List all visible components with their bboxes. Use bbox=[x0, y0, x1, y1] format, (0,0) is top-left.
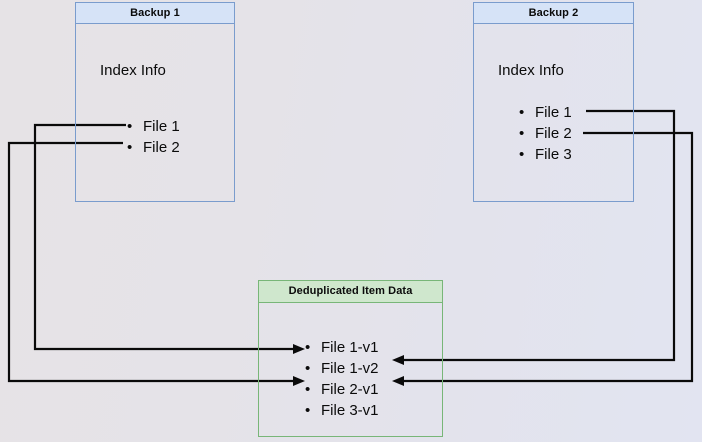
node-dedup-title: Deduplicated Item Data bbox=[259, 281, 442, 303]
node-backup-2[interactable]: Backup 2 Index Info File 1 File 2 File 3 bbox=[473, 2, 634, 202]
node-backup-2-title: Backup 2 bbox=[474, 3, 633, 24]
node-backup-2-body: Index Info File 1 File 2 File 3 bbox=[474, 24, 633, 201]
node-backup-1-body: Index Info File 1 File 2 bbox=[76, 24, 234, 201]
backup-1-file-list: File 1 File 2 bbox=[127, 116, 180, 158]
node-deduplicated-item-data[interactable]: Deduplicated Item Data File 1-v1 File 1-… bbox=[258, 280, 443, 437]
node-backup-1[interactable]: Backup 1 Index Info File 1 File 2 bbox=[75, 2, 235, 202]
list-item[interactable]: File 3 bbox=[519, 144, 572, 165]
list-item[interactable]: File 1 bbox=[127, 116, 180, 137]
list-item[interactable]: File 1-v1 bbox=[305, 337, 379, 358]
backup-2-file-list: File 1 File 2 File 3 bbox=[519, 102, 572, 165]
list-item[interactable]: File 3-v1 bbox=[305, 400, 379, 421]
backup-1-index-info-label: Index Info bbox=[100, 62, 166, 79]
list-item[interactable]: File 2 bbox=[519, 123, 572, 144]
list-item[interactable]: File 2-v1 bbox=[305, 379, 379, 400]
backup-2-index-info-label: Index Info bbox=[498, 62, 564, 79]
node-backup-1-title: Backup 1 bbox=[76, 3, 234, 24]
list-item[interactable]: File 1 bbox=[519, 102, 572, 123]
dedup-file-list: File 1-v1 File 1-v2 File 2-v1 File 3-v1 bbox=[305, 337, 379, 421]
list-item[interactable]: File 1-v2 bbox=[305, 358, 379, 379]
list-item[interactable]: File 2 bbox=[127, 137, 180, 158]
node-dedup-body: File 1-v1 File 1-v2 File 2-v1 File 3-v1 bbox=[259, 303, 442, 436]
